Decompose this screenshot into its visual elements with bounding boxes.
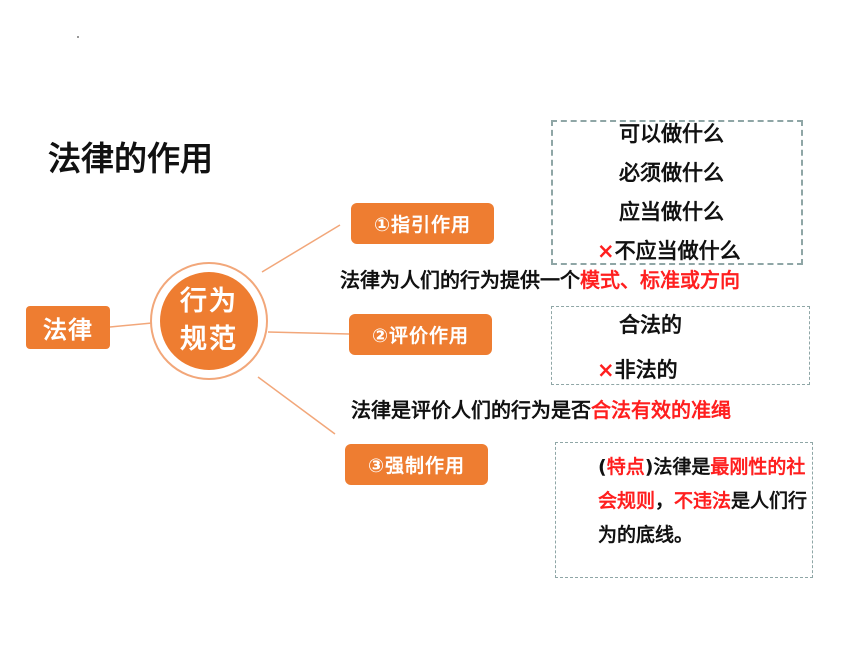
evaluate-description: 法律是评价人们的行为是否合法有效的准绳 [351, 398, 731, 422]
guide-items-box [551, 120, 803, 265]
function-evaluate: ②评价作用 [349, 314, 492, 355]
guide-item-4: ×不应当做什么 [597, 239, 741, 263]
center-line2: 规范 [180, 324, 238, 355]
center-node: 行为 规范 [160, 272, 258, 370]
function-guide: ①指引作用 [351, 203, 494, 244]
function-enforce: ③强制作用 [345, 444, 488, 485]
page-title: 法律的作用 [48, 139, 213, 178]
root-node: 法律 [26, 306, 110, 349]
guide-item-3: 应当做什么 [619, 200, 724, 224]
enforce-description: (特点)法律是最刚性的社会规则，不违法是人们行为的底线。 [598, 456, 808, 546]
guide-description: 法律为人们的行为提供一个模式、标准或方向 [340, 268, 740, 292]
line-center-evaluate [267, 331, 350, 335]
guide-item-2: 必须做什么 [619, 161, 724, 185]
decor-dot [77, 36, 79, 38]
line-center-guide [261, 224, 341, 273]
center-line1: 行为 [180, 286, 238, 317]
line-root-center [109, 322, 153, 328]
guide-item-1: 可以做什么 [619, 122, 724, 146]
enforce-box [555, 442, 813, 578]
cross-mark: × [597, 358, 615, 382]
cross-mark: × [597, 239, 615, 263]
line-center-enforce [257, 376, 336, 435]
evaluate-item-2: ×非法的 [597, 358, 678, 382]
evaluate-item-1: 合法的 [619, 313, 682, 337]
center-ring [150, 262, 268, 380]
evaluate-items-box [551, 306, 810, 385]
